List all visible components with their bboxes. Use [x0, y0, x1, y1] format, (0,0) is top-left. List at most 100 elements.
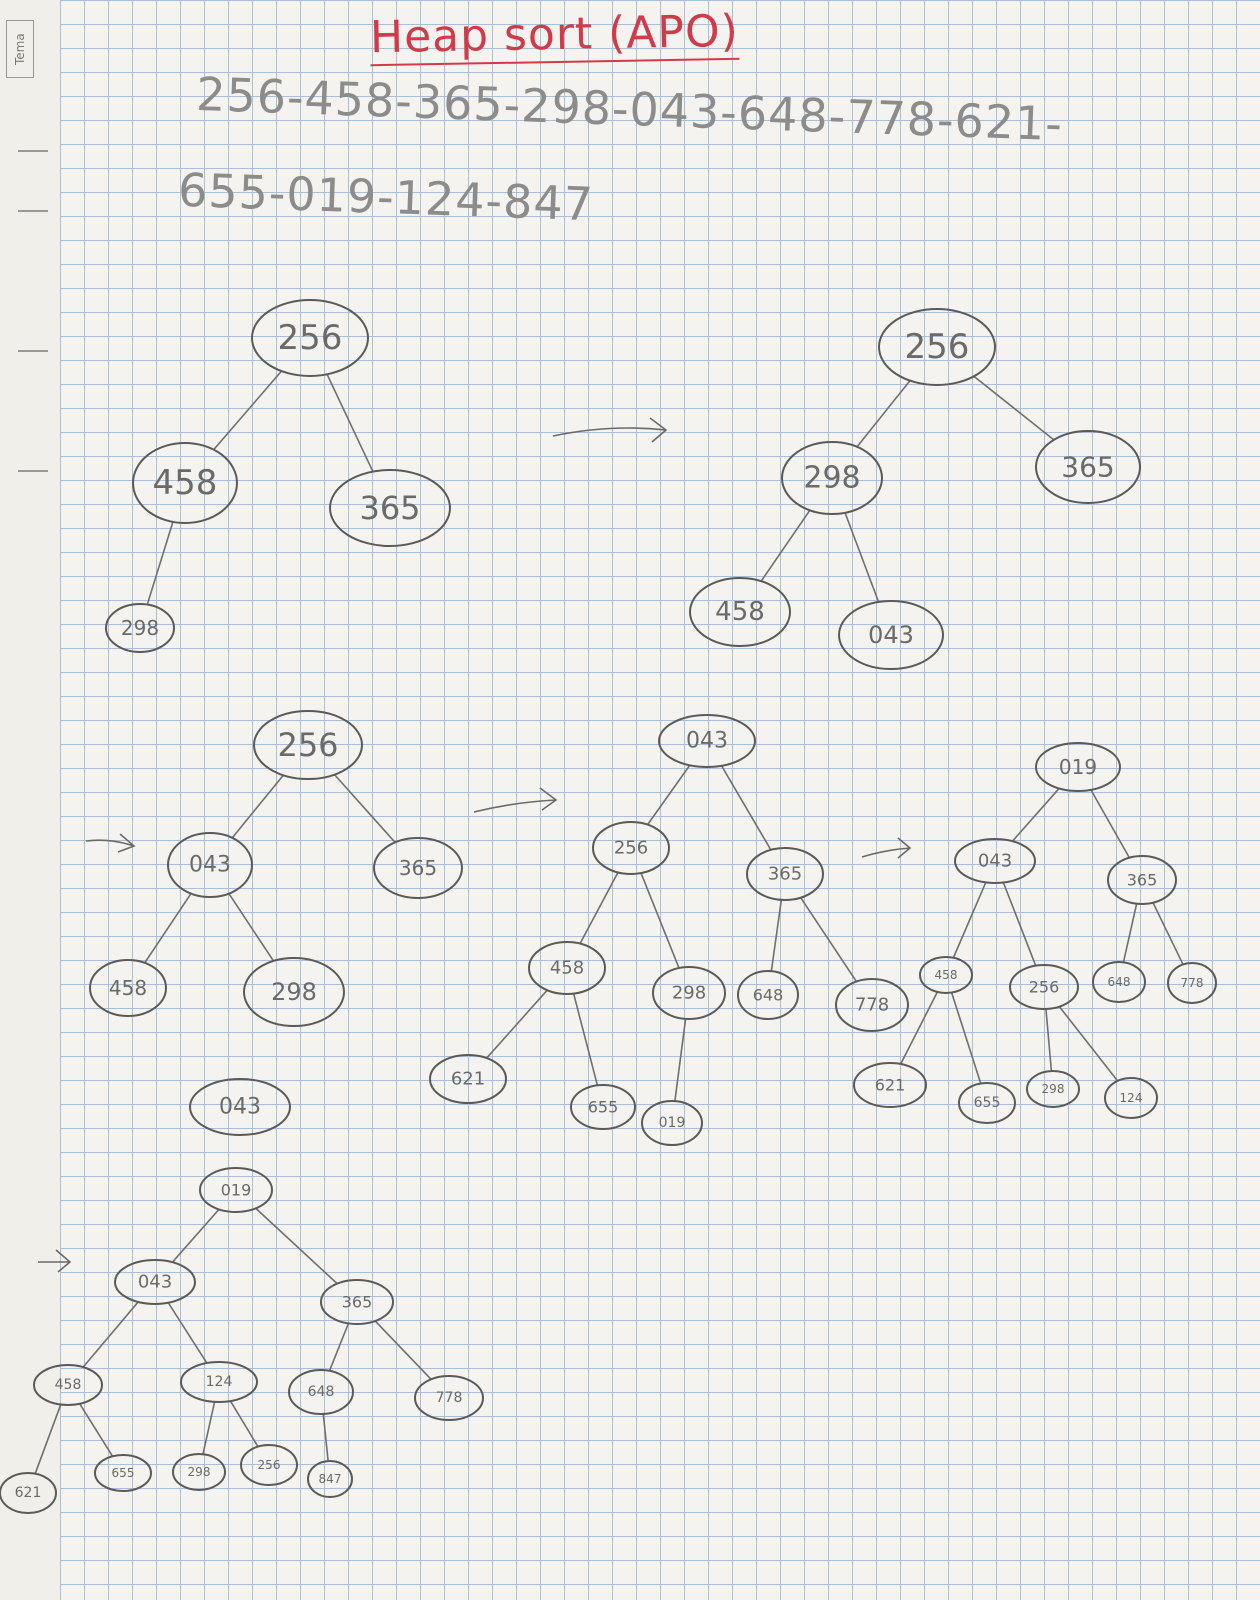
tree-node-label: 365 — [1127, 871, 1158, 890]
tree-node-label: 019 — [659, 1115, 686, 1131]
tree-edge — [1045, 1008, 1053, 1072]
tree-edge — [79, 1403, 114, 1457]
tree-node-label: 655 — [974, 1095, 1001, 1111]
tree-node-oval — [1035, 430, 1141, 504]
loose-node: 043 — [189, 1078, 291, 1136]
tree-edge — [333, 774, 396, 843]
tree-edge — [1152, 902, 1184, 965]
tree-node-oval — [180, 1361, 258, 1403]
tree-node-label: 043 — [978, 851, 1012, 872]
margin-mark — [18, 350, 48, 352]
tree-edge — [146, 521, 174, 605]
margin-mark — [18, 470, 48, 472]
tree-node-label: 256 — [1029, 978, 1060, 997]
tree-node-label: 365 — [1061, 451, 1114, 484]
arrows-layer — [38, 417, 912, 1273]
tree-node-oval — [689, 577, 791, 647]
tree-node-label: 256 — [905, 327, 970, 367]
tree-edge — [579, 872, 619, 944]
tree-node-oval — [329, 469, 451, 547]
tree-node-oval — [0, 1472, 57, 1514]
tree-node-label: 256 — [277, 726, 338, 764]
tree-edge — [899, 991, 939, 1065]
tree-node-label: 298 — [803, 461, 860, 496]
tree-edge — [674, 1018, 687, 1102]
tree-node-oval — [1092, 961, 1146, 1003]
arrow-mark — [473, 787, 558, 813]
tree-node-label: 043 — [686, 729, 728, 754]
tree-node-label: 298 — [672, 983, 706, 1004]
tree-node-label: 655 — [112, 1466, 135, 1480]
tree-node-oval — [240, 1444, 298, 1486]
tree-edge — [34, 1404, 62, 1474]
tree-node-label: 621 — [451, 1069, 485, 1090]
tree-node-oval — [94, 1454, 152, 1492]
tree-node-label: 043 — [138, 1272, 172, 1293]
tree-node-label: 458 — [550, 958, 584, 979]
tree-node-label: 365 — [342, 1293, 373, 1312]
tree-edge — [202, 1401, 216, 1455]
tree-node-oval — [1107, 855, 1177, 905]
tree-node-label: 648 — [1108, 975, 1131, 989]
tree-node-label: 621 — [15, 1485, 42, 1501]
tree-node-oval — [1035, 742, 1121, 792]
tree-node-oval — [781, 441, 883, 515]
tree-node-oval — [746, 847, 824, 901]
tree-node-label: 124 — [206, 1374, 233, 1390]
tree-node-oval — [641, 1100, 703, 1146]
tree-node-oval — [199, 1167, 273, 1213]
tree-edge — [82, 1301, 139, 1368]
tree-node-oval — [835, 978, 909, 1032]
margin-mark — [18, 150, 48, 152]
loose-node-oval — [189, 1078, 291, 1136]
tree-node-oval — [307, 1460, 353, 1498]
tree-node-label: 778 — [1181, 976, 1204, 990]
tree-node-oval — [878, 308, 996, 386]
tree-node-label: 778 — [855, 995, 889, 1016]
tree-edge — [374, 1320, 432, 1380]
tree-edge — [770, 899, 783, 972]
tree-node-label: 655 — [588, 1098, 619, 1117]
tree-node-oval — [172, 1453, 226, 1491]
tree-node-oval — [132, 442, 238, 524]
tree-node-oval — [89, 959, 167, 1017]
tree-edge — [322, 1413, 329, 1462]
arrow-mark — [38, 1249, 72, 1273]
tree-node-label: 043 — [189, 853, 231, 878]
tree-edge — [1090, 789, 1131, 859]
tree-node-label: 458 — [153, 463, 218, 503]
tree-edge — [844, 512, 880, 603]
tree-node-label: 621 — [875, 1076, 906, 1095]
tree-node-oval — [853, 1062, 927, 1108]
tree-node-label: 298 — [188, 1465, 211, 1479]
tree-node-oval — [652, 966, 726, 1020]
tree-edge — [856, 380, 911, 448]
tree-node-oval — [954, 838, 1036, 884]
tree-node-oval — [414, 1375, 484, 1421]
tree-edge — [144, 893, 192, 964]
tree-node-label: 458 — [935, 968, 958, 982]
grid-paper-sheet — [60, 0, 1260, 1600]
tree-node-label: 124 — [1120, 1091, 1143, 1105]
arrow-mark — [85, 833, 136, 853]
tree-node-oval — [253, 710, 363, 780]
tree-node-oval — [373, 837, 463, 899]
tree-node-label: 298 — [121, 616, 159, 640]
tree-node-oval — [243, 957, 345, 1027]
tree-edge — [760, 509, 811, 582]
tree-node-label: 019 — [221, 1181, 252, 1200]
tree-node-label: 648 — [753, 986, 784, 1005]
tree-node-oval — [251, 299, 369, 377]
tree-node-oval — [105, 603, 175, 653]
tree-edge — [171, 1208, 220, 1263]
tree-node-label: 256 — [614, 838, 648, 859]
tree-edge — [572, 993, 599, 1086]
tree-edge — [213, 370, 283, 451]
tree-node-oval — [1104, 1077, 1158, 1119]
